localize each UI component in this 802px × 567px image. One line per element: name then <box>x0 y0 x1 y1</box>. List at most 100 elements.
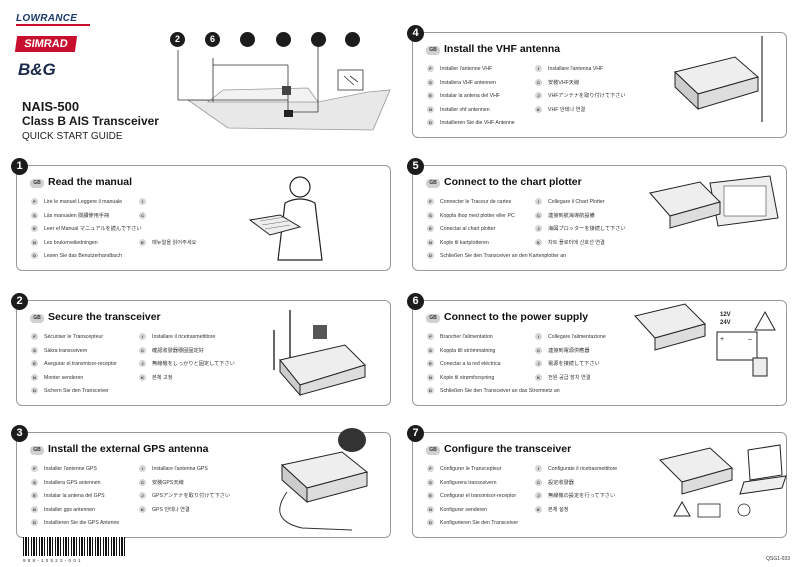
instruction-row: J 海図プロッターを接続して下さい <box>535 225 626 233</box>
instruction-row: K 본체 설정 <box>535 505 569 514</box>
step-number: 4 <box>407 25 424 42</box>
diagram-callout <box>311 32 326 47</box>
instruction-row: F Configurer le Transcepteur <box>427 465 501 473</box>
language-code: I <box>535 465 542 472</box>
diagram-callout <box>240 32 255 47</box>
step-number: 5 <box>407 158 424 175</box>
barcode <box>23 537 125 556</box>
step-number: 2 <box>11 293 28 310</box>
language-code: F <box>427 465 434 472</box>
instruction-text: Schließen Sie den Transceiver an den Kar… <box>440 252 567 259</box>
language-code: I <box>139 333 146 340</box>
language-code: I <box>535 333 542 340</box>
language-code: K <box>535 505 542 513</box>
step-title: Install the external GPS antenna <box>48 443 209 455</box>
language-code: N <box>427 373 434 381</box>
language-code: E <box>31 492 38 499</box>
instruction-text: 確認收發器穩固固定好 <box>152 347 204 354</box>
language-code-gb: GB <box>426 446 440 455</box>
voltage-24v-label: 24V <box>720 320 731 326</box>
diagram-callout-6: 6 <box>205 32 220 47</box>
instruction-text: Installer vhf antennen <box>440 106 490 113</box>
language-code: S <box>31 478 38 486</box>
instruction-text: Collegare l'alimentazione <box>548 333 606 340</box>
transceiver-mounting-illustration <box>273 310 366 397</box>
instruction-text: 본체 설정 <box>548 506 569 513</box>
instruction-text: 安裝GPS天線 <box>152 479 184 486</box>
instruction-text: 電源を接続して下さい <box>548 360 600 367</box>
configure-laptop-illustration <box>659 444 787 518</box>
vhf-antenna-illustration <box>673 36 763 122</box>
instruction-text: Installera VHF antennen <box>440 79 496 86</box>
instruction-text: VHFアンテナを取り付けて下さい <box>548 92 626 99</box>
instruction-text: Installer gps antennen <box>44 506 96 513</box>
step-title: Configure the transceiver <box>444 443 572 455</box>
language-code: K <box>535 105 542 113</box>
language-code: F <box>427 65 434 72</box>
language-code: D <box>31 252 38 259</box>
instruction-row: K GPS 안테나 연결 <box>139 505 190 514</box>
instruction-text: Installieren Sie die VHF Antenne <box>440 119 515 126</box>
step-number: 6 <box>407 293 424 310</box>
battery-minus-label: – <box>748 336 752 343</box>
instruction-text: Configurer le Transcepteur <box>440 465 502 472</box>
instruction-text: Conectar al chart plotter <box>440 225 496 232</box>
step-title: Secure the transceiver <box>48 311 161 323</box>
language-code: E <box>427 360 434 367</box>
language-code: N <box>427 238 434 246</box>
instruction-text: GPSアンテナを取り付けて下さい <box>152 492 231 499</box>
simrad-logo: SIMRAD <box>14 36 78 52</box>
language-code: J <box>139 360 146 367</box>
instruction-text: 無線機をしっかりと固定して下さい <box>152 360 235 367</box>
instruction-text: Installare l'antenna GPS <box>152 465 208 472</box>
instruction-text: Kople til strømforsyning <box>440 374 495 381</box>
language-code: E <box>427 92 434 99</box>
instruction-text: Koppla ihop med plotter eller PC <box>440 212 515 219</box>
language-code: D <box>427 252 434 259</box>
language-code: S <box>31 211 38 219</box>
instruction-text: GPS 안테나 연결 <box>152 506 190 513</box>
language-code: S <box>427 346 434 354</box>
language-code: D <box>427 387 434 394</box>
language-code-gb: GB <box>426 314 440 323</box>
language-code: E <box>31 360 38 367</box>
language-code: K <box>535 373 542 381</box>
instruction-text: 海図プロッターを接続して下さい <box>548 225 626 232</box>
instruction-text: Läs manualen 閱讀使用手冊 <box>44 212 110 219</box>
instruction-row: E Conectar a la red eléctrica <box>427 360 501 368</box>
instruction-text: Installieren Sie die GPS Antenne <box>44 519 120 526</box>
language-code: K <box>139 505 146 513</box>
instruction-row: I <box>139 198 152 206</box>
language-code: J <box>535 225 542 232</box>
diagram-callout <box>276 32 291 47</box>
instruction-text: 본체 고정 <box>152 374 173 381</box>
language-code-gb: GB <box>426 179 440 188</box>
language-code: K <box>139 373 146 381</box>
instruction-text: Conectar a la red eléctrica <box>440 360 501 367</box>
instruction-text: 차트 플로터에 신호선 연결 <box>548 239 605 246</box>
language-code: N <box>31 238 38 246</box>
instruction-text: Installer l'antenne GPS <box>44 465 97 472</box>
boat-overview-diagram <box>177 40 391 131</box>
